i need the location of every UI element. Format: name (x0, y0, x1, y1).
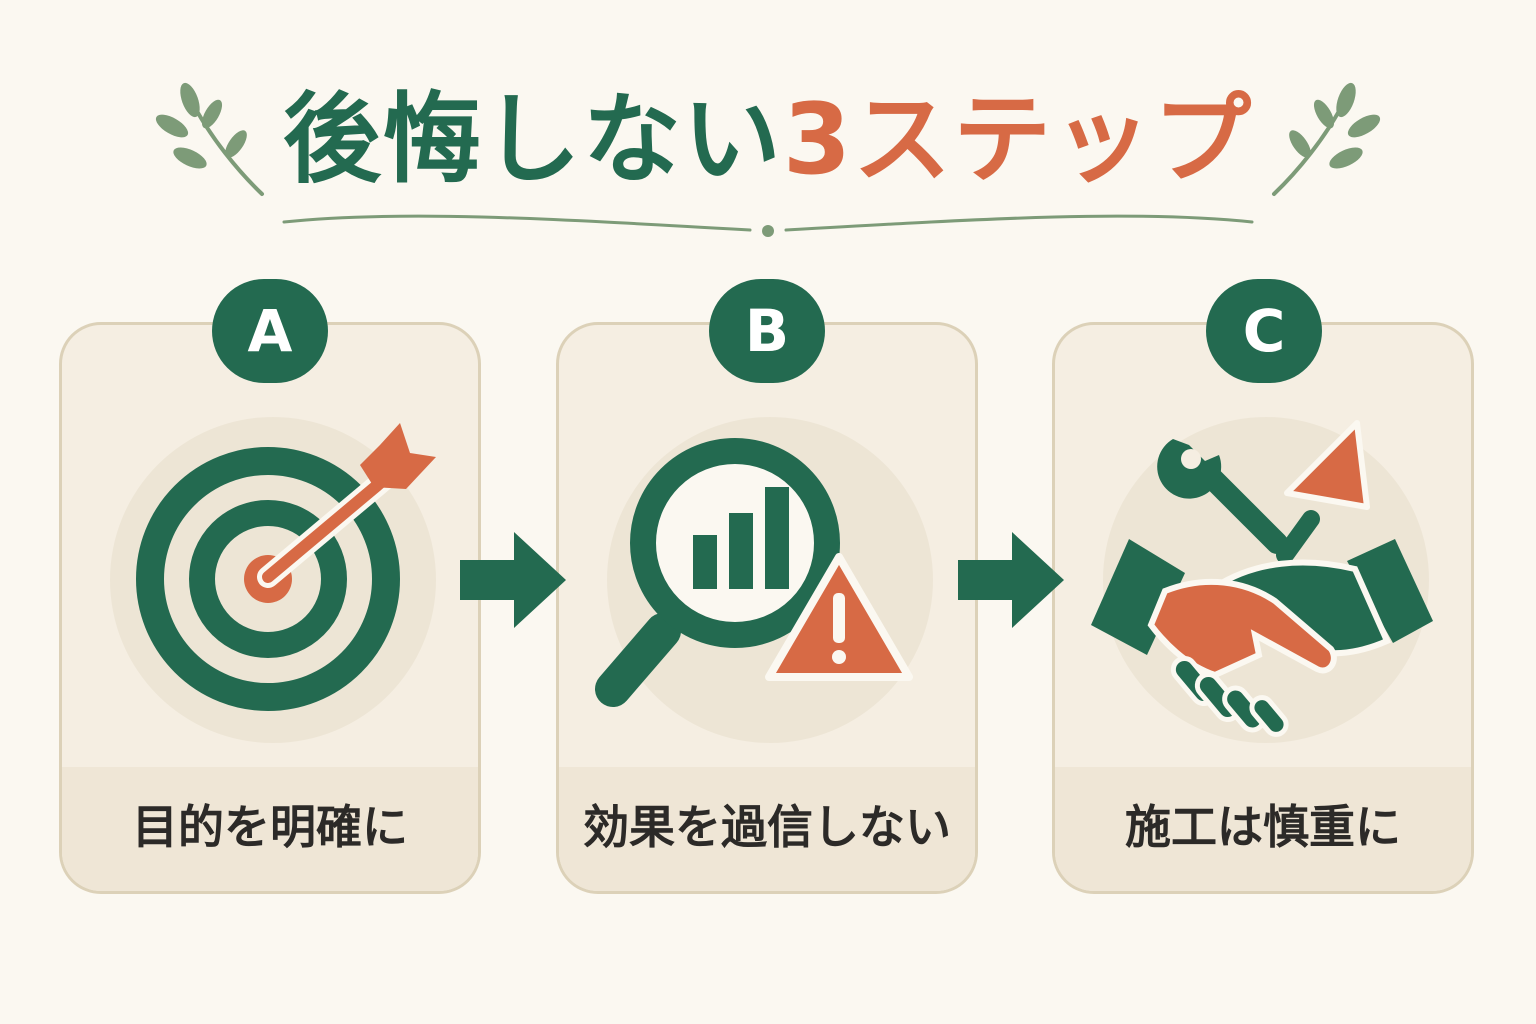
target-arrow-icon (136, 423, 436, 711)
step-footer (62, 767, 478, 891)
arrow-right-icon (460, 532, 566, 628)
left-sprig-icon (155, 82, 264, 196)
handshake-tools-icon (1091, 420, 1433, 737)
step-footer (559, 767, 975, 891)
step-badge-b: B (709, 279, 825, 383)
right-sprig-icon (1272, 82, 1381, 196)
step-card-a: 目的を明確に (59, 322, 481, 894)
step-badge-a: A (212, 279, 328, 383)
step-label: 効果を過信しない (583, 800, 951, 854)
step-label: 目的を明確に (132, 800, 408, 854)
title-accent: 3ステップ (782, 83, 1254, 197)
arrow-right-icon (958, 532, 1064, 628)
title-main: 後悔しない (282, 83, 783, 197)
magnifier-chart-warning-icon (595, 438, 913, 707)
step-card-c: 施工は慎重に (1052, 322, 1474, 894)
title-underline (282, 214, 1254, 237)
step-card-b: 効果を過信しない (556, 322, 978, 894)
step-footer (1055, 767, 1471, 891)
step-badge-c: C (1206, 279, 1322, 383)
page-title: 後悔しない3ステップ (0, 70, 1536, 210)
step-label: 施工は慎重に (1125, 800, 1401, 854)
